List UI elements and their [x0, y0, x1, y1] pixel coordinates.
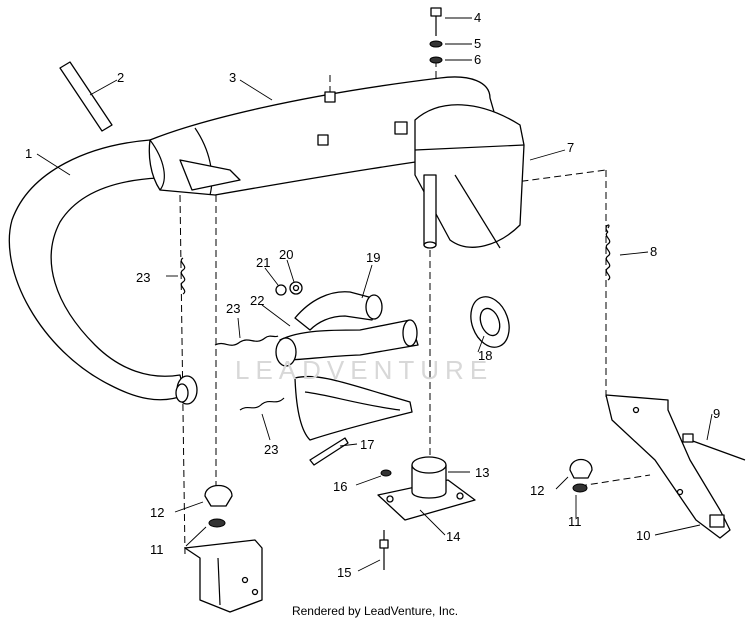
callout-15: 15 [337, 565, 351, 580]
callout-19: 19 [366, 250, 380, 265]
callout-6: 6 [474, 52, 481, 67]
callout-22: 22 [250, 293, 264, 308]
long-bolt [309, 437, 349, 466]
callout-13: 13 [475, 465, 489, 480]
callout-3: 3 [229, 70, 236, 85]
callout-5: 5 [474, 36, 481, 51]
bracket-left [184, 539, 263, 613]
spring-right [605, 224, 611, 281]
callout-16: 16 [333, 479, 347, 494]
isolator-mount [377, 456, 476, 521]
callout-21: 21 [256, 255, 270, 270]
callout-18: 18 [478, 348, 492, 363]
callout-12-right: 12 [530, 483, 544, 498]
strap [59, 61, 113, 132]
muffler [148, 76, 506, 196]
callout-8: 8 [650, 244, 657, 259]
probe [682, 433, 746, 461]
callout-2: 2 [117, 70, 124, 85]
lower-shield [294, 375, 413, 441]
callout-23-b: 23 [226, 301, 240, 316]
stud [379, 530, 389, 570]
bracket-right [605, 394, 731, 539]
callout-7: 7 [567, 140, 574, 155]
callout-numbers: 1 2 3 4 5 6 7 8 9 10 11 11 12 12 13 14 1… [25, 10, 720, 580]
bumper-right [569, 458, 593, 493]
callout-11-left: 11 [150, 542, 164, 557]
bolt-stack [429, 7, 443, 64]
nuts [275, 281, 303, 296]
callout-9: 9 [713, 406, 720, 421]
callout-10: 10 [636, 528, 650, 543]
callout-23-c: 23 [264, 442, 278, 457]
callout-23-a: 23 [136, 270, 150, 285]
bumper-left [204, 484, 233, 528]
gasket [470, 296, 510, 348]
callout-17: 17 [360, 437, 374, 452]
callout-12-left: 12 [150, 505, 164, 520]
credit-line: Rendered by LeadVenture, Inc. [291, 604, 459, 618]
callout-14: 14 [446, 529, 460, 544]
springs-left [180, 257, 285, 411]
outlet-shield [414, 104, 525, 249]
callout-20: 20 [279, 247, 293, 262]
small-nut [380, 469, 392, 477]
callout-4: 4 [474, 10, 481, 25]
y-pipe [275, 291, 419, 367]
callout-11-right: 11 [568, 514, 582, 529]
leader-lines [36, 17, 713, 572]
callout-1: 1 [25, 146, 32, 161]
exhaust-pipe [8, 139, 198, 405]
